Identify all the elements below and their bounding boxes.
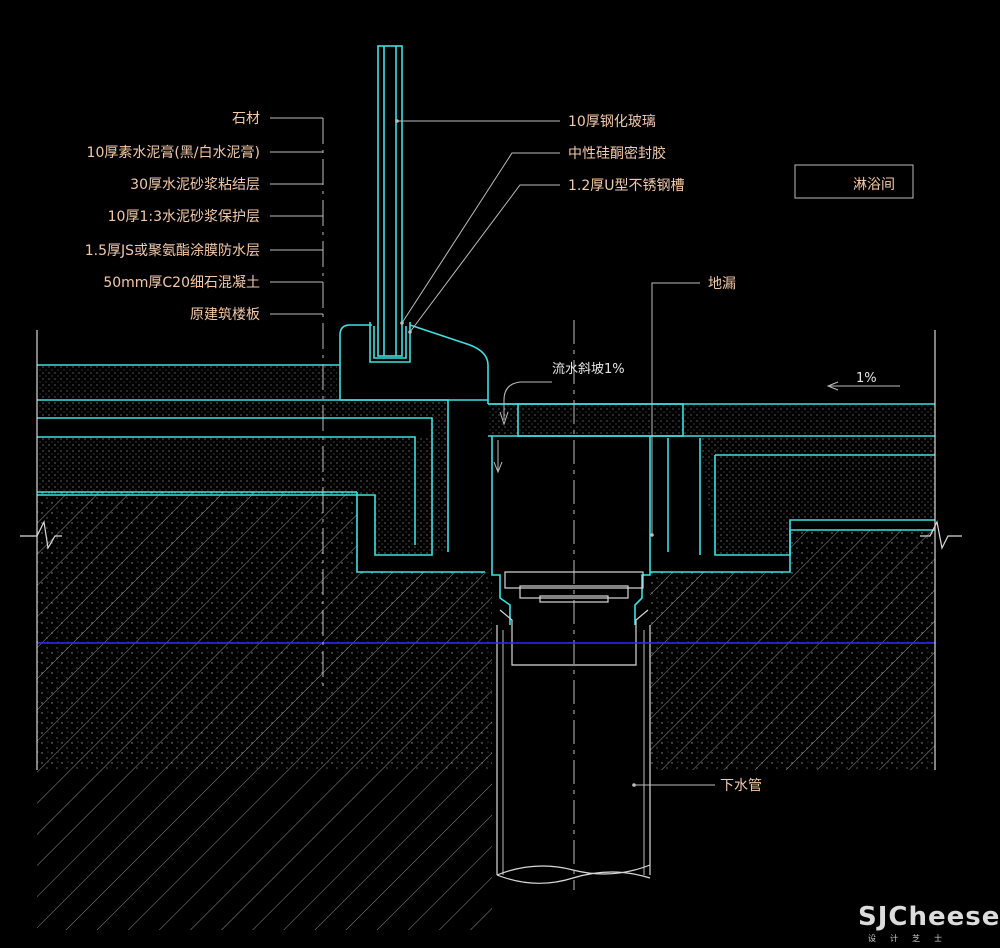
- layer-label-leaders: [270, 117, 323, 315]
- label-silicone-sealant: 中性硅酮密封胶: [568, 145, 666, 162]
- concrete-screed-layer: [37, 400, 935, 555]
- down-pipe-callout: 下水管: [632, 778, 762, 794]
- slope-label: 流水斜坡1%: [552, 362, 625, 377]
- layer-label-fine-concrete: 50mm厚C20细石混凝土: [103, 275, 260, 291]
- label-tempered-glass: 10厚钢化玻璃: [568, 113, 656, 130]
- slope-annotation-left: 流水斜坡1%: [493, 362, 625, 474]
- down-pipe-label: 下水管: [720, 778, 762, 794]
- layer-labels: 石材 10厚素水泥膏(黑/白水泥膏) 30厚水泥砂浆粘结层 10厚1:3水泥砂浆…: [85, 111, 260, 323]
- layer-label-waterproofing: 1.5厚JS或聚氨酯涂膜防水层: [85, 243, 260, 259]
- floor-drain-callout: 地漏: [650, 276, 736, 537]
- room-title-box: 淋浴间: [794, 164, 914, 199]
- slope-right-label: 1%: [856, 371, 877, 386]
- structural-slab: [37, 492, 935, 930]
- watermark-sub: 设计芝士: [868, 933, 956, 943]
- room-title: 淋浴间: [853, 177, 895, 193]
- layer-label-protective-mortar: 10厚1:3水泥砂浆保护层: [108, 209, 260, 225]
- down-pipe: [496, 625, 651, 884]
- watermark-brand: SJCheese: [858, 902, 1000, 932]
- glass-label-leaders: [395, 119, 560, 334]
- slope-annotation-right: 1%: [826, 371, 900, 391]
- layer-label-stone: 石材: [232, 111, 260, 127]
- layer-label-cement-paste: 10厚素水泥膏(黑/白水泥膏): [87, 144, 260, 161]
- layer-label-bonding-mortar: 30厚水泥砂浆粘结层: [130, 177, 260, 193]
- layer-label-original-slab: 原建筑楼板: [190, 307, 260, 323]
- break-lines: [20, 330, 962, 770]
- shower-curb: [339, 324, 489, 404]
- stone-finish-layer: [37, 365, 935, 436]
- floor-drain-body: [488, 403, 684, 666]
- watermark-logo: SJCheese 设计芝士: [858, 902, 1000, 943]
- tempered-glass-panel: [377, 45, 403, 357]
- label-u-channel: 1.2厚U型不锈钢槽: [568, 178, 685, 194]
- glass-labels: 10厚钢化玻璃 中性硅酮密封胶 1.2厚U型不锈钢槽: [568, 113, 685, 194]
- floor-drain-label: 地漏: [708, 276, 736, 292]
- u-steel-channel: [369, 322, 411, 363]
